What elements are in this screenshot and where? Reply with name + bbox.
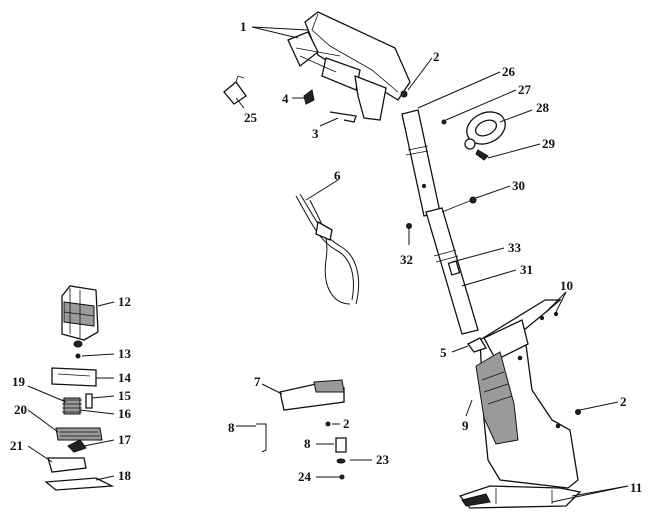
handle-assembly	[287, 11, 411, 121]
callout-27: 27	[518, 82, 532, 97]
power-cord	[295, 193, 360, 305]
lower-shaft	[406, 196, 479, 335]
callout-3: 3	[312, 126, 319, 141]
callout-7: 7	[254, 374, 261, 389]
callout-1: 1	[240, 19, 247, 34]
callout-24: 24	[298, 469, 312, 484]
callout-25: 25	[244, 110, 258, 125]
callout-26: 26	[502, 64, 516, 79]
callout-6: 6	[334, 168, 341, 183]
callout-4: 4	[282, 91, 289, 106]
callout-28: 28	[536, 100, 550, 115]
auxiliary-handle	[441, 111, 506, 161]
callout-5: 5	[440, 345, 447, 360]
callout-31: 31	[520, 262, 533, 277]
small-parts-lower	[256, 379, 347, 480]
callout-19: 19	[12, 374, 26, 389]
leader-lines	[27, 26, 629, 503]
callout-12: 12	[118, 294, 131, 309]
callout-21: 21	[10, 438, 23, 453]
callout-18: 18	[118, 468, 132, 483]
callout-23: 23	[376, 452, 390, 467]
callout-10: 10	[560, 278, 573, 293]
callout-11: 11	[630, 480, 642, 495]
callout-29: 29	[542, 136, 556, 151]
callout-33: 33	[508, 240, 522, 255]
callout-2a: 2	[433, 49, 440, 64]
callout-17: 17	[118, 432, 132, 447]
callout-14: 14	[118, 370, 132, 385]
small-parts-upper	[223, 75, 357, 123]
callout-13: 13	[118, 346, 132, 361]
callout-9: 9	[462, 418, 469, 433]
callout-2c: 2	[343, 416, 350, 431]
callout-labels: 1 2 2 2 3 4 5 6 7 8 8 9 10 11 12 13 14 1…	[10, 19, 642, 495]
callout-8a: 8	[228, 420, 235, 435]
callout-16: 16	[118, 406, 132, 421]
motor-housing	[458, 299, 582, 509]
callout-32: 32	[400, 252, 413, 267]
callout-30: 30	[512, 178, 525, 193]
motor-stack	[44, 285, 115, 491]
callout-20: 20	[14, 402, 27, 417]
callout-8b: 8	[304, 436, 311, 451]
callout-2b: 2	[620, 394, 627, 409]
callout-15: 15	[118, 388, 132, 403]
upper-shaft	[401, 109, 441, 217]
